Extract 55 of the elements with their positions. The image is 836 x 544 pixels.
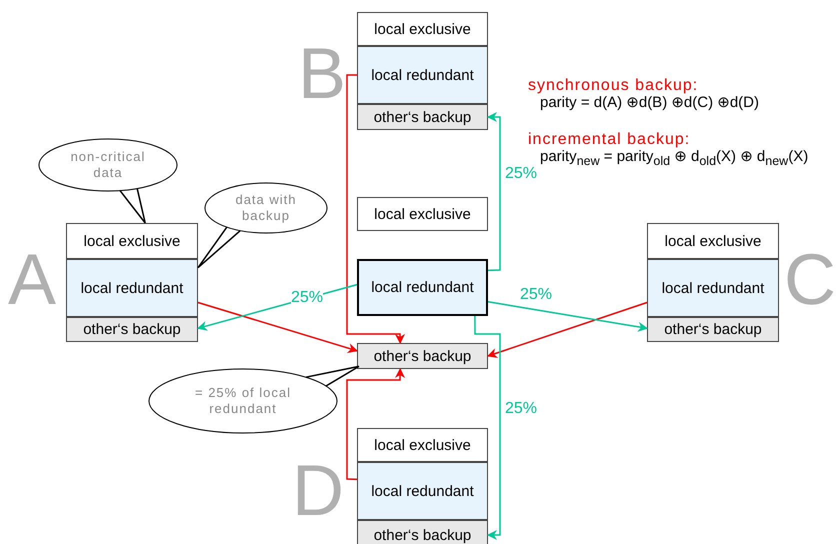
exclusive-box: [647, 223, 779, 259]
callout-text: data with backup: [234, 192, 298, 224]
box-label: local exclusive: [664, 232, 762, 250]
box-label: local redundant: [370, 66, 475, 84]
box-label: local exclusive: [82, 232, 182, 250]
arrow: [346, 74, 405, 344]
box-label: other‘s backup: [82, 321, 182, 338]
callout-tail: [305, 366, 360, 387]
backup-box: [647, 317, 779, 342]
box-label: local redundant: [660, 280, 766, 296]
callout-tail: [197, 226, 241, 268]
box-label: local exclusive: [373, 206, 472, 222]
arrow: [474, 316, 501, 540]
node-letter: D: [292, 455, 344, 527]
box-label: local redundant: [370, 482, 475, 500]
redundant-box: [647, 259, 779, 317]
arrow: [197, 284, 358, 331]
box-label: other‘s backup: [663, 321, 763, 338]
arrow: [346, 368, 406, 480]
arrow: [198, 302, 358, 353]
speech-bubble: [148, 368, 338, 434]
backup-heading: incremental backup:: [528, 130, 690, 150]
parity-formula: parity$_{new}$ = parity$_{old}$ ⊕ d$_{old}$(X) ⊕ d$_{new}$(X): [540, 148, 808, 169]
backup-box: [357, 104, 488, 130]
redundant-box: [357, 46, 488, 104]
callout-text: = 25% of local redundant: [194, 385, 292, 417]
node-letter: A: [8, 244, 56, 316]
box-label: local exclusive: [373, 436, 472, 454]
box-label: local redundant: [80, 280, 184, 296]
exclusive-box: [357, 12, 488, 46]
box-label: other‘s backup: [372, 348, 472, 364]
parity-formula: parity = d(A) ⊕d(B) ⊕d(C) ⊕d(D): [540, 94, 759, 112]
edge-label: 25%: [291, 289, 324, 306]
speech-bubble: [204, 182, 328, 234]
exclusive-box: [357, 428, 488, 462]
backup-box: [66, 317, 198, 342]
exclusive-box: [66, 223, 198, 259]
box-label: local exclusive: [373, 20, 472, 38]
node-letter: B: [298, 38, 346, 110]
backup-heading: synchronous backup:: [528, 76, 698, 96]
box-label: other‘s backup: [372, 526, 472, 544]
node-letter: C: [784, 244, 836, 316]
arrow: [488, 301, 648, 332]
backup-box: [357, 520, 488, 544]
exclusive-box: [357, 197, 488, 231]
redundant-box: [357, 259, 488, 316]
speech-bubble: [38, 138, 178, 192]
arrow: [487, 302, 648, 358]
arrow: [487, 112, 501, 272]
backup-box: [357, 343, 488, 369]
callout-tail: [119, 188, 146, 224]
redundant-box: [357, 462, 488, 520]
redundant-box: [66, 259, 198, 317]
callout-text: non-critical data: [70, 149, 146, 181]
box-label: other‘s backup: [372, 108, 472, 126]
